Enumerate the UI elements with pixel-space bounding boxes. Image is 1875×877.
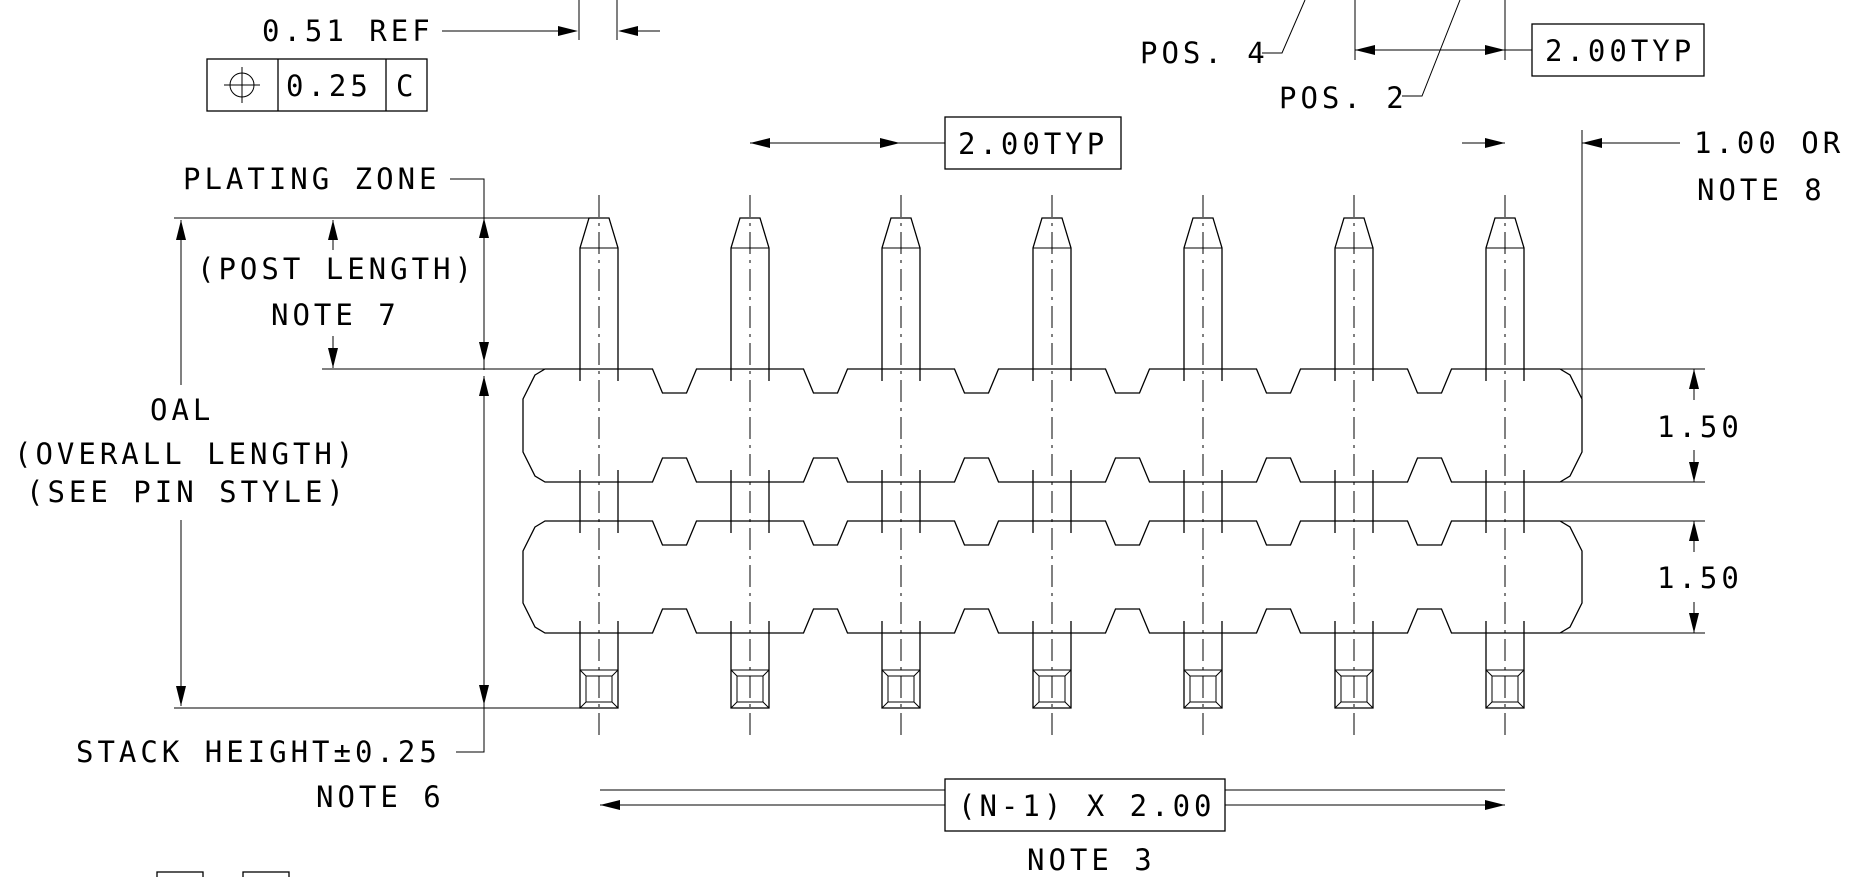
pin-tail [1183,621,1223,709]
pin-post [1032,217,1072,381]
pin-2 [730,195,770,735]
post-length-label: (POST LENGTH) [197,252,476,286]
pin-post [579,217,619,381]
pin-tail-face [887,675,915,703]
oal-label: OAL [150,393,214,427]
note-6-label: NOTE 6 [316,780,445,814]
pin-tail-face [1340,675,1368,703]
pin-tail-face [1491,675,1519,703]
pin-post [1334,217,1374,381]
pin-post [1183,217,1223,381]
plating-zone-label: PLATING ZONE [183,162,441,196]
pin-tail-face [585,675,613,703]
note-3-label: NOTE 3 [1027,843,1156,877]
insulator-bodies [522,368,1583,634]
pin-post [881,217,921,381]
pin-tail-face [736,675,764,703]
pitch-top-mid-label: 2.00TYP [958,127,1108,161]
feature-control-frame: 0.25 C [206,58,428,112]
ref-051-label: 0.51 REF [262,14,434,48]
pin-tail [881,621,921,709]
fcf-tolerance: 0.25 [286,69,372,103]
pin-1 [579,195,619,735]
stack-height-label: STACK HEIGHT±0.25 [76,735,441,769]
position-icon [224,67,260,103]
lower-insulator [522,520,1583,634]
pin-4 [1032,195,1072,735]
pin-tail-face [1189,675,1217,703]
overall-length-label: (OVERALL LENGTH) [14,437,357,471]
note-8-label: NOTE 8 [1697,173,1826,207]
pin-3 [881,195,921,735]
pin-tail [1032,621,1072,709]
pin-post [1485,217,1525,381]
pitch-top-right-label: 2.00TYP [1545,34,1695,68]
pin-tail [1334,621,1374,709]
span-label: (N-1) X 2.00 [958,789,1216,823]
pin-post [730,217,770,381]
pin-tail-face [1038,675,1066,703]
pins [579,195,1525,735]
pos-2-label: POS. 2 [1279,81,1408,115]
note-7-label: NOTE 7 [271,298,400,332]
pin-tail [1485,621,1525,709]
dim-150-lower-label: 1.50 [1657,561,1743,595]
edge-dim-label: 1.00 OR [1694,126,1844,160]
pin-6 [1334,195,1374,735]
pin-tail [730,621,770,709]
pos-4-label: POS. 4 [1140,36,1269,70]
pin-tail [579,621,619,709]
pin-5 [1183,195,1223,735]
fcf-datum: C [396,69,417,103]
upper-insulator [522,368,1583,483]
see-pin-style-label: (SEE PIN STYLE) [26,475,348,509]
dim-150-upper-label: 1.50 [1657,410,1743,444]
pin-7 [1485,195,1525,735]
